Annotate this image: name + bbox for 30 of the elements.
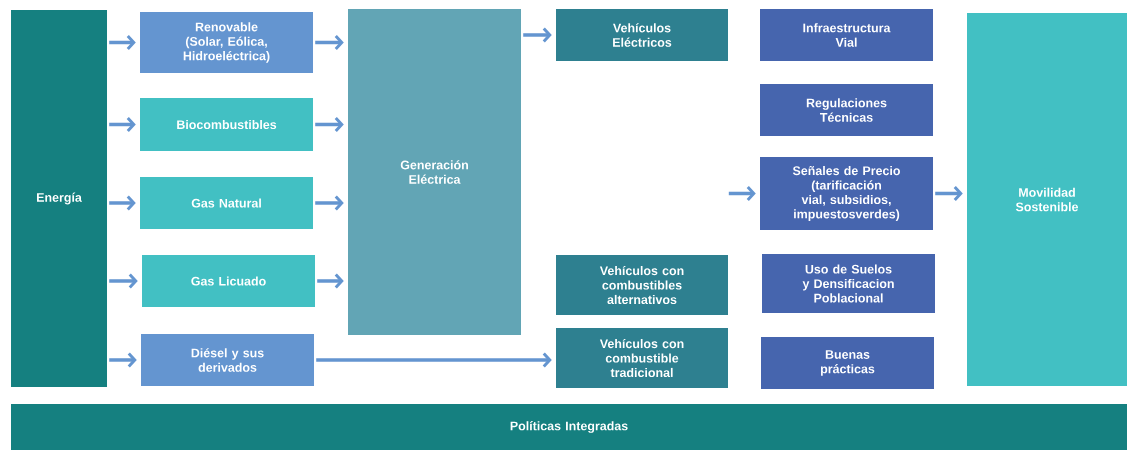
policy-box: Regulaciones Técnicas	[760, 84, 933, 136]
policy-band: Políticas Integradas	[11, 404, 1127, 450]
arrow	[935, 185, 963, 201]
process-box: Biocombustibles	[140, 98, 313, 151]
process-box: Diésel y sus derivados	[141, 334, 314, 386]
arrow	[316, 352, 552, 368]
arrow	[317, 273, 344, 289]
arrow	[315, 34, 344, 50]
outcome-box: Movilidad Sostenible	[967, 13, 1127, 386]
policy-box: Señales de Precio (tarificación vial, subsidios, impuestosverdes)	[760, 157, 933, 230]
arrow	[315, 195, 344, 211]
process-box: Vehículos con combustibles alternativos	[556, 255, 728, 315]
arrow	[109, 116, 136, 132]
process-box: Vehículos Eléctricos	[556, 9, 728, 61]
arrow	[109, 352, 137, 368]
arrow	[109, 195, 136, 211]
arrow	[109, 273, 138, 289]
arrow	[109, 34, 136, 50]
arrow	[523, 27, 552, 43]
arrow	[315, 116, 344, 132]
policy-box: Uso de Suelos y Densificacion Poblacional	[762, 254, 935, 313]
process-box: Gas Licuado	[142, 255, 315, 307]
arrow	[728, 185, 756, 201]
process-box: Vehículos con combustible tradicional	[556, 328, 728, 388]
process-box: Generación Eléctrica	[348, 9, 521, 335]
policy-box: Infraestructura Vial	[760, 9, 933, 61]
policy-box: Buenas prácticas	[761, 337, 934, 389]
process-box: Gas Natural	[140, 177, 313, 229]
category-box: Energía	[11, 10, 107, 387]
process-box: Renovable (Solar, Eólica, Hidroeléctrica)	[140, 12, 313, 73]
